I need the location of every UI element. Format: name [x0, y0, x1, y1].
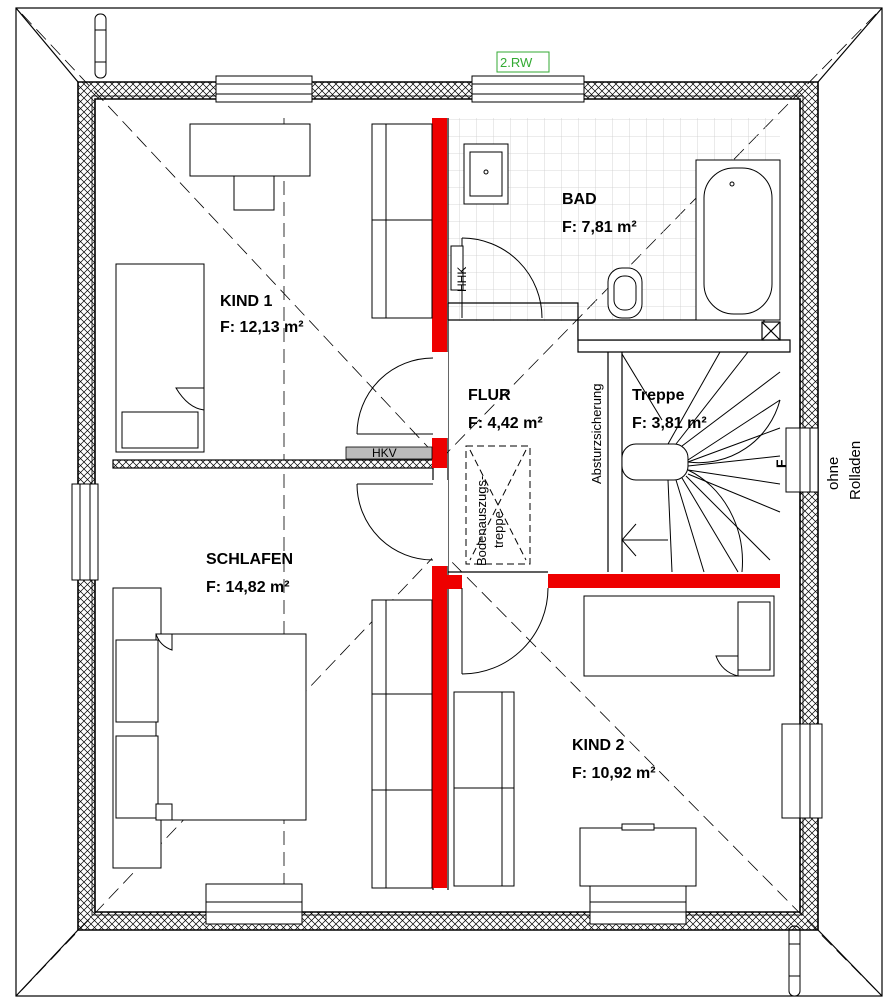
kind1-area: F: 12,13 m² — [220, 319, 304, 336]
bad-furniture — [463, 143, 781, 321]
kind2-area: F: 10,92 m² — [572, 765, 656, 782]
treppe-name: Treppe — [632, 387, 685, 404]
hkv-radiator — [345, 446, 433, 460]
hhk-radiator — [450, 245, 464, 291]
flur-name: FLUR — [468, 387, 511, 404]
kind1-name: KIND 1 — [220, 293, 273, 310]
door-openings — [432, 352, 448, 566]
schlafen-area: F: 14,82 m² — [206, 579, 290, 596]
stair — [621, 351, 781, 573]
kind2-furniture — [453, 595, 775, 887]
rain-pipe-bottom — [788, 925, 801, 997]
rw-label: 2.RW — [500, 55, 533, 70]
new-walls-red — [432, 118, 780, 888]
bad-name: BAD — [562, 191, 597, 208]
schlafen-furniture — [112, 587, 433, 889]
attic-ladder — [465, 445, 531, 565]
stair-mark: F — [773, 459, 789, 468]
boden-label-1: Bodenauszugs- — [474, 476, 489, 566]
bad-area: F: 7,81 m² — [562, 219, 637, 236]
windows — [71, 75, 823, 925]
rw-box — [496, 51, 550, 73]
rolladen-label: Rolladen — [847, 441, 864, 500]
hkv-label: HKV — [372, 446, 397, 460]
hhk-label: HHK — [455, 267, 469, 292]
flur-area: F: 4,42 m² — [468, 415, 543, 432]
rain-pipe-top — [94, 13, 107, 79]
boden-label-2: treppe — [491, 511, 506, 548]
kind2-name: KIND 2 — [572, 737, 625, 754]
kind1-furniture — [115, 123, 433, 453]
ohne-label: ohne — [825, 457, 842, 490]
schlafen-name: SCHLAFEN — [206, 551, 293, 568]
treppe-area: F: 3,81 m² — [632, 415, 707, 432]
absturz-label: Absturzsicherung — [589, 384, 604, 484]
